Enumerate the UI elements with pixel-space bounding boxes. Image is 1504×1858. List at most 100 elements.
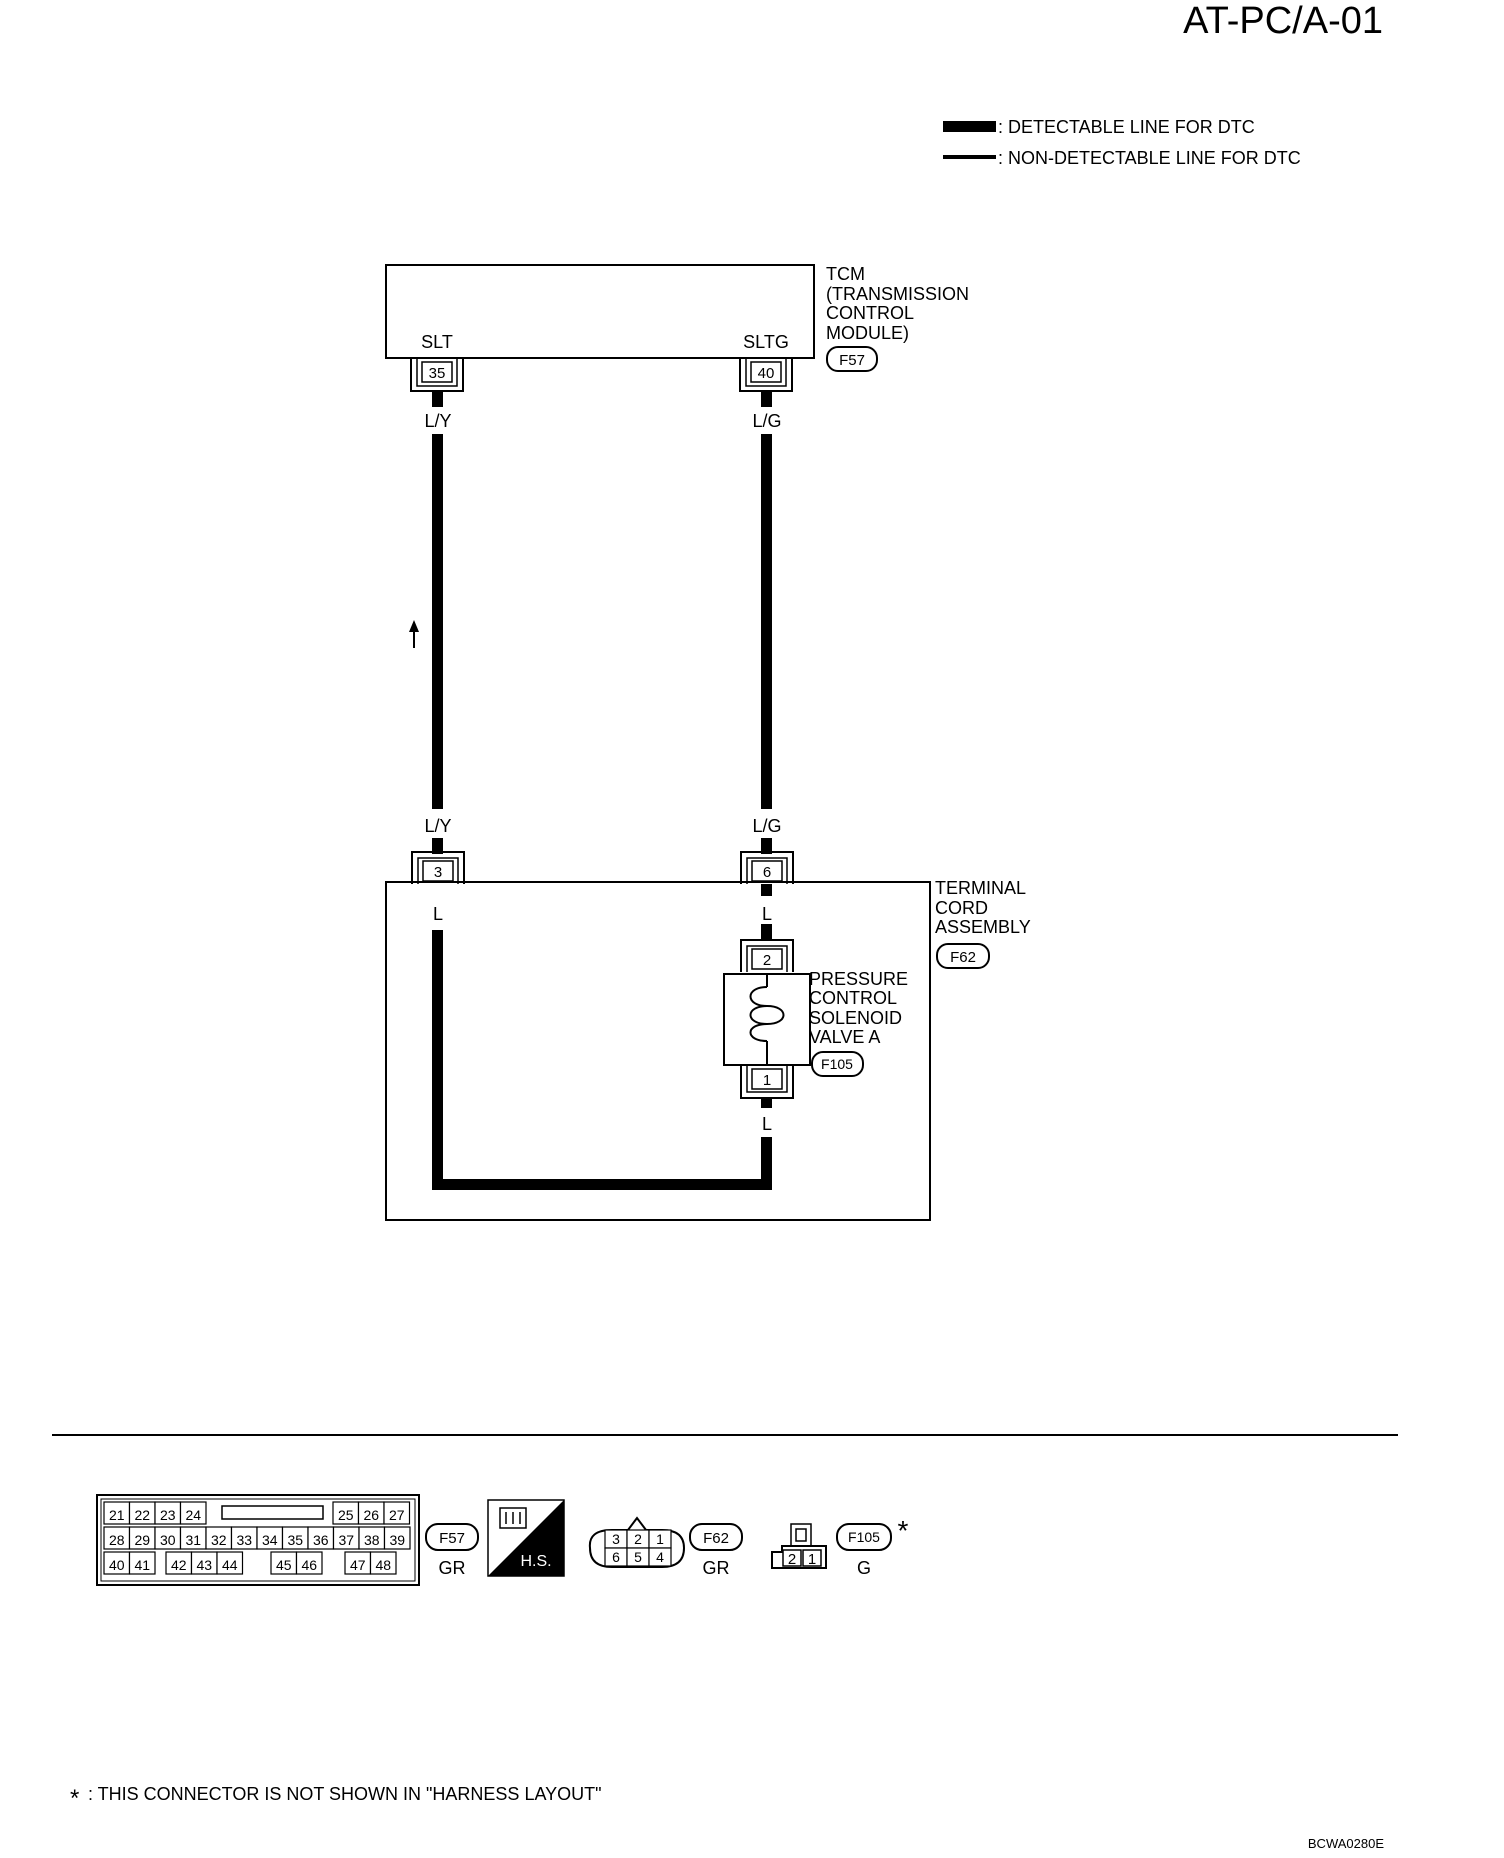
- f57-blank-slot: [221, 1505, 324, 1520]
- terminal-cord-label-2: CORD: [935, 898, 988, 918]
- wire-color-right-inner: L: [762, 904, 772, 924]
- footnote-text: : THIS CONNECTOR IS NOT SHOWN IN "HARNES…: [88, 1784, 602, 1804]
- wire-lg: L/G L/G: [752, 391, 782, 854]
- current-direction-arrow-icon: [409, 620, 419, 648]
- f57-cavity-40: 40: [109, 1557, 125, 1573]
- f105-pin-2: 2: [788, 1551, 796, 1568]
- diagram-code: BCWA0280E: [1308, 1836, 1384, 1851]
- solenoid-coil-icon: [749, 986, 785, 1042]
- tcm-pin-35: 35: [429, 365, 446, 382]
- f62-badge: [689, 1523, 743, 1551]
- terminal-cord-connector-id: F62: [950, 949, 976, 966]
- wire-ly-segment: [432, 434, 443, 809]
- f57-cavity-37: 37: [338, 1532, 354, 1548]
- f105-pin-1: 1: [808, 1551, 816, 1568]
- tcm-pin-35-connector: 35: [410, 358, 464, 392]
- hs-label: H.S.: [520, 1553, 551, 1570]
- legend-detectable: : DETECTABLE LINE FOR DTC: [998, 117, 1255, 137]
- tcm-label-3: CONTROL: [826, 303, 914, 323]
- f57-cavity-27: 27: [389, 1507, 405, 1523]
- terminal-cord-pin-3-connector: 3: [411, 851, 465, 884]
- wire-color-lg-top: L/G: [752, 411, 781, 431]
- f57-cavity-39: 39: [389, 1532, 405, 1548]
- legend: : DETECTABLE LINE FOR DTC : NON-DETECTAB…: [943, 117, 1301, 168]
- solenoid-label-1: PRESSURE: [809, 969, 908, 989]
- wire-color-ly-top: L/Y: [424, 411, 451, 431]
- tcm-pin-40-connector: 40: [739, 358, 793, 392]
- f62-cavity-5: 5: [634, 1549, 642, 1565]
- f57-cavity-29: 29: [134, 1532, 150, 1548]
- f62-cavity-3: 3: [612, 1531, 620, 1547]
- terminal-cord-pin-6: 6: [763, 864, 771, 881]
- wire-l-bottom: [432, 1179, 772, 1190]
- terminal-name-sltg: SLTG: [743, 332, 789, 352]
- f57-badge: [425, 1523, 479, 1551]
- terminal-cord-pin-3: 3: [434, 864, 442, 881]
- connector-glyph-icon: [499, 1507, 527, 1529]
- f57-cavity-28: 28: [109, 1532, 125, 1548]
- wire-color-ly-bottom: L/Y: [424, 816, 451, 836]
- f62-label: F62: [703, 1530, 729, 1547]
- f57-cavity-46: 46: [301, 1557, 317, 1573]
- wire-ly: L/Y L/Y: [424, 391, 452, 854]
- wire-l-left: [432, 930, 443, 1190]
- f57-cavity-34: 34: [262, 1532, 278, 1548]
- solenoid-label-3: SOLENOID: [809, 1008, 902, 1028]
- f57-cavity-41: 41: [134, 1557, 150, 1573]
- terminal-cord-connector-badge: [936, 943, 990, 969]
- wire-lg-segment: [761, 434, 772, 809]
- f62-cavity-1: 1: [656, 1531, 664, 1547]
- harness-side-icon: H.S.: [487, 1499, 565, 1577]
- legend-non-detectable: : NON-DETECTABLE LINE FOR DTC: [998, 148, 1301, 168]
- f57-cavity-23: 23: [160, 1507, 176, 1523]
- terminal-cord-pin-6-connector: 6: [740, 851, 794, 884]
- terminal-cord-assembly: TERMINAL CORD ASSEMBLY F62 3 6 L L L: [385, 851, 1031, 1221]
- tcm-module: TCM (TRANSMISSION CONTROL MODULE) F57 SL…: [385, 264, 969, 392]
- f57-cavity-48: 48: [375, 1557, 391, 1573]
- f57-cavity-43: 43: [196, 1557, 212, 1573]
- f57-cavity-21: 21: [109, 1507, 125, 1523]
- wire-color-lg-bottom: L/G: [752, 816, 781, 836]
- f62-cavity-4: 4: [656, 1549, 664, 1565]
- non-detectable-line-swatch: [943, 155, 996, 159]
- f57-cavity-35: 35: [287, 1532, 303, 1548]
- connector-f105-face: 2 1 F105 * G: [771, 1515, 909, 1578]
- f57-cavity-26: 26: [363, 1507, 379, 1523]
- f57-cavity-44: 44: [222, 1557, 238, 1573]
- f105-asterisk: *: [898, 1515, 909, 1546]
- pressure-control-solenoid: 2 1 PRESSURE CONTROL SOLENOID VALVE A F1…: [723, 939, 908, 1099]
- f62-color: GR: [703, 1558, 730, 1578]
- f105-badge: [836, 1523, 892, 1551]
- solenoid-connector-badge: [811, 1051, 864, 1077]
- f57-cavity-38: 38: [364, 1532, 380, 1548]
- f105-label: F105: [848, 1529, 880, 1545]
- tcm-label-2: (TRANSMISSION: [826, 284, 969, 304]
- terminal-cord-label-1: TERMINAL: [935, 878, 1026, 898]
- f57-cavity-24: 24: [185, 1507, 201, 1523]
- solenoid-connector-id: F105: [821, 1056, 853, 1072]
- f57-label: F57: [439, 1530, 465, 1547]
- f57-cavity-47: 47: [350, 1557, 366, 1573]
- solenoid-pin-2: 2: [763, 952, 771, 969]
- f57-cavity-42: 42: [171, 1557, 187, 1573]
- tcm-connector-id: F57: [839, 352, 865, 369]
- f62-cavity-2: 2: [634, 1531, 642, 1547]
- f57-cavity-31: 31: [185, 1532, 201, 1548]
- terminal-name-slt: SLT: [421, 332, 453, 352]
- f57-cavity-36: 36: [313, 1532, 329, 1548]
- solenoid-label-4: VALVE A: [809, 1027, 880, 1047]
- f57-cavity-32: 32: [211, 1532, 227, 1548]
- f57-cavity-30: 30: [160, 1532, 176, 1548]
- tcm-label-4: MODULE): [826, 323, 909, 343]
- f105-color: G: [857, 1558, 871, 1578]
- tcm-connector-badge: [826, 346, 878, 372]
- solenoid-label-2: CONTROL: [809, 988, 897, 1008]
